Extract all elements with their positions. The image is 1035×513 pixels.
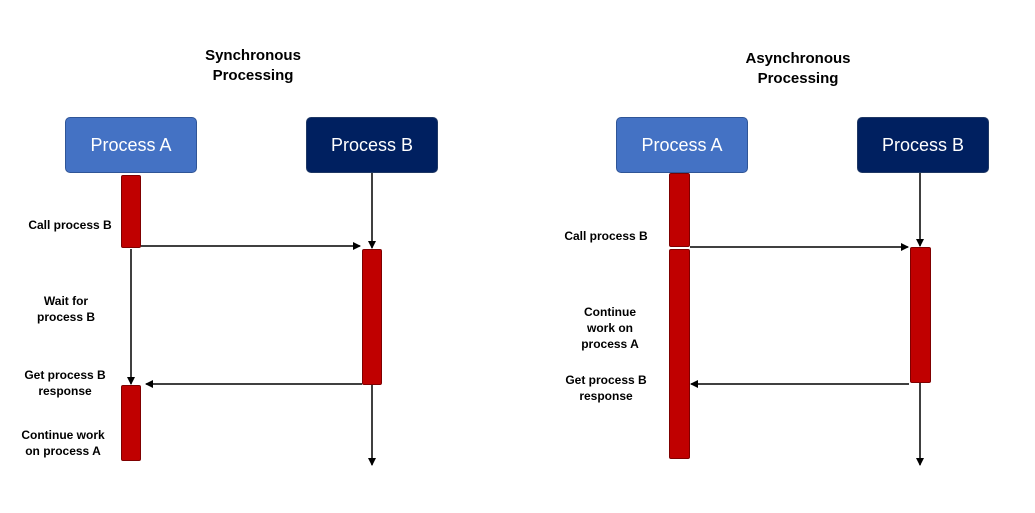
sync-process-a-activation-continue [121, 385, 141, 461]
sync-process-b-activation [362, 249, 382, 385]
sync-process-a-box: Process A [65, 117, 197, 173]
sync-process-a-activation-call [121, 175, 141, 248]
async-label-call: Call process B [564, 229, 648, 243]
async-label-continue: Continue work on process A [581, 305, 639, 351]
async-process-b-box: Process B [857, 117, 989, 173]
async-title: Asynchronous Processing [745, 50, 851, 87]
async-label-response: Get process B response [565, 373, 647, 403]
sync-label-call: Call process B [28, 218, 112, 232]
async-process-a-box: Process A [616, 117, 748, 173]
async-process-a-activation-continue [669, 249, 690, 459]
sync-label-response: Get process B response [24, 368, 106, 398]
async-process-b-activation [910, 247, 931, 383]
sync-process-b-box: Process B [306, 117, 438, 173]
sync-title: Synchronous Processing [205, 47, 301, 84]
sync-label-wait: Wait for process B [36, 294, 96, 324]
sync-label-continue: Continue work on process A [21, 428, 105, 458]
async-process-a-activation-call [669, 173, 690, 247]
